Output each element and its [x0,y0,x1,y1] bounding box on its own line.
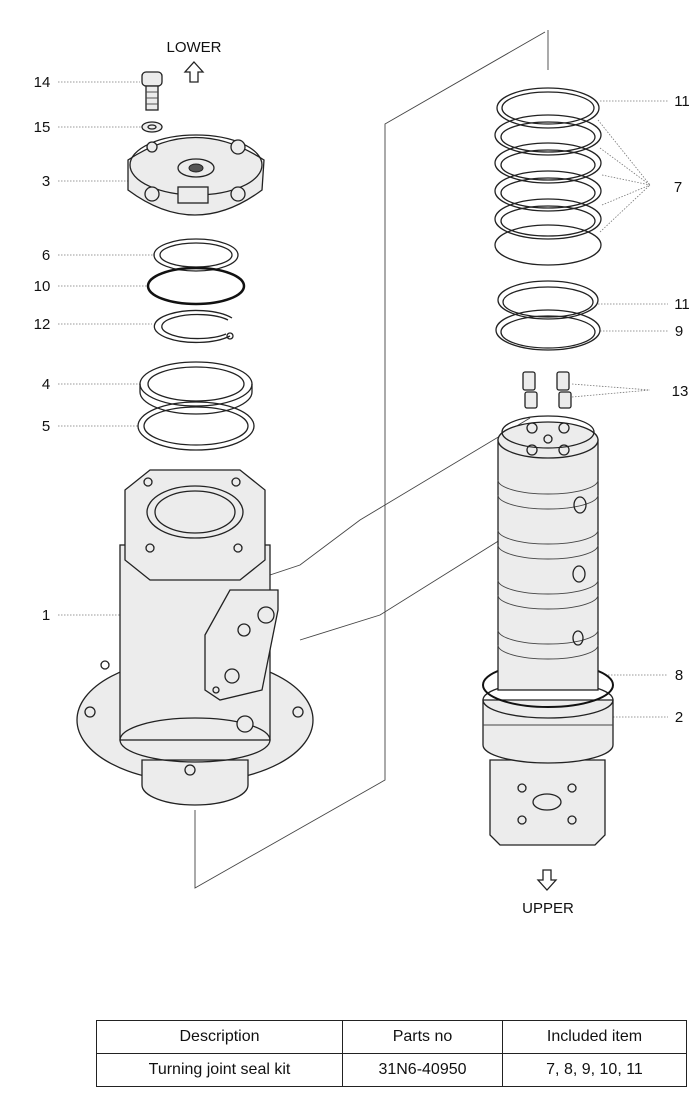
seal-rings-part-7 [494,114,602,266]
table-cell: 31N6-40950 [342,1053,503,1087]
table-cell: Turning joint seal kit [96,1053,343,1087]
seal-ring-part-11-top [496,87,600,129]
upper-label: UPPER [522,900,574,917]
callout-numbers: 14 15 3 6 10 12 4 5 1 11 7 11 9 13 8 2 [34,74,690,726]
turning-joint-exploded-diagram: LOWER UPPER 14 15 3 6 10 12 [34,30,690,917]
table-header-cell: Included item [502,1020,687,1054]
table-header-cell: Parts no [342,1020,503,1054]
table-cell: 7, 8, 9, 10, 11 [502,1053,687,1087]
plugs-part-13 [522,371,572,409]
seal-ring-part-11-lower [497,280,599,320]
callout-14: 14 [34,74,51,91]
lower-direction-indicator: LOWER [166,39,222,83]
snap-ring-part-12 [153,309,234,344]
callout-8: 8 [675,667,683,684]
callout-11-top: 11 [674,93,690,110]
upper-direction-indicator: UPPER [522,869,574,917]
table-row: Turning joint seal kit 31N6-40950 7, 8, … [96,1053,687,1087]
callout-12: 12 [34,316,51,333]
seal-kit-table: Description Parts no Included item Turni… [96,1020,687,1087]
lower-label: LOWER [166,39,221,56]
table-header-cell: Description [96,1020,343,1054]
callout-7: 7 [674,179,682,196]
callout-5: 5 [42,418,50,435]
ring-part-4 [139,361,253,415]
callout-6: 6 [42,247,50,264]
callout-2: 2 [675,709,683,726]
bolt-part-14 [141,71,163,111]
callout-13: 13 [672,383,689,400]
ring-part-5 [137,401,255,451]
ring-part-6 [153,238,239,272]
callout-9: 9 [675,323,683,340]
arrow-up-icon [183,61,205,83]
o-ring-part-10 [146,266,246,306]
table-header-row: Description Parts no Included item [96,1020,687,1054]
callout-11-lower: 11 [674,296,690,313]
callout-3: 3 [42,173,50,190]
callout-1: 1 [42,607,50,624]
cover-part-3 [127,134,265,216]
rotor-part-2 [482,415,614,846]
washer-part-15 [141,121,163,133]
callout-15: 15 [34,119,51,136]
leader-lines [58,81,668,718]
callout-10: 10 [34,278,51,295]
callout-4: 4 [42,376,50,393]
hub-part-1 [76,469,314,806]
ring-part-9 [495,309,601,351]
arrow-down-icon [536,869,558,891]
